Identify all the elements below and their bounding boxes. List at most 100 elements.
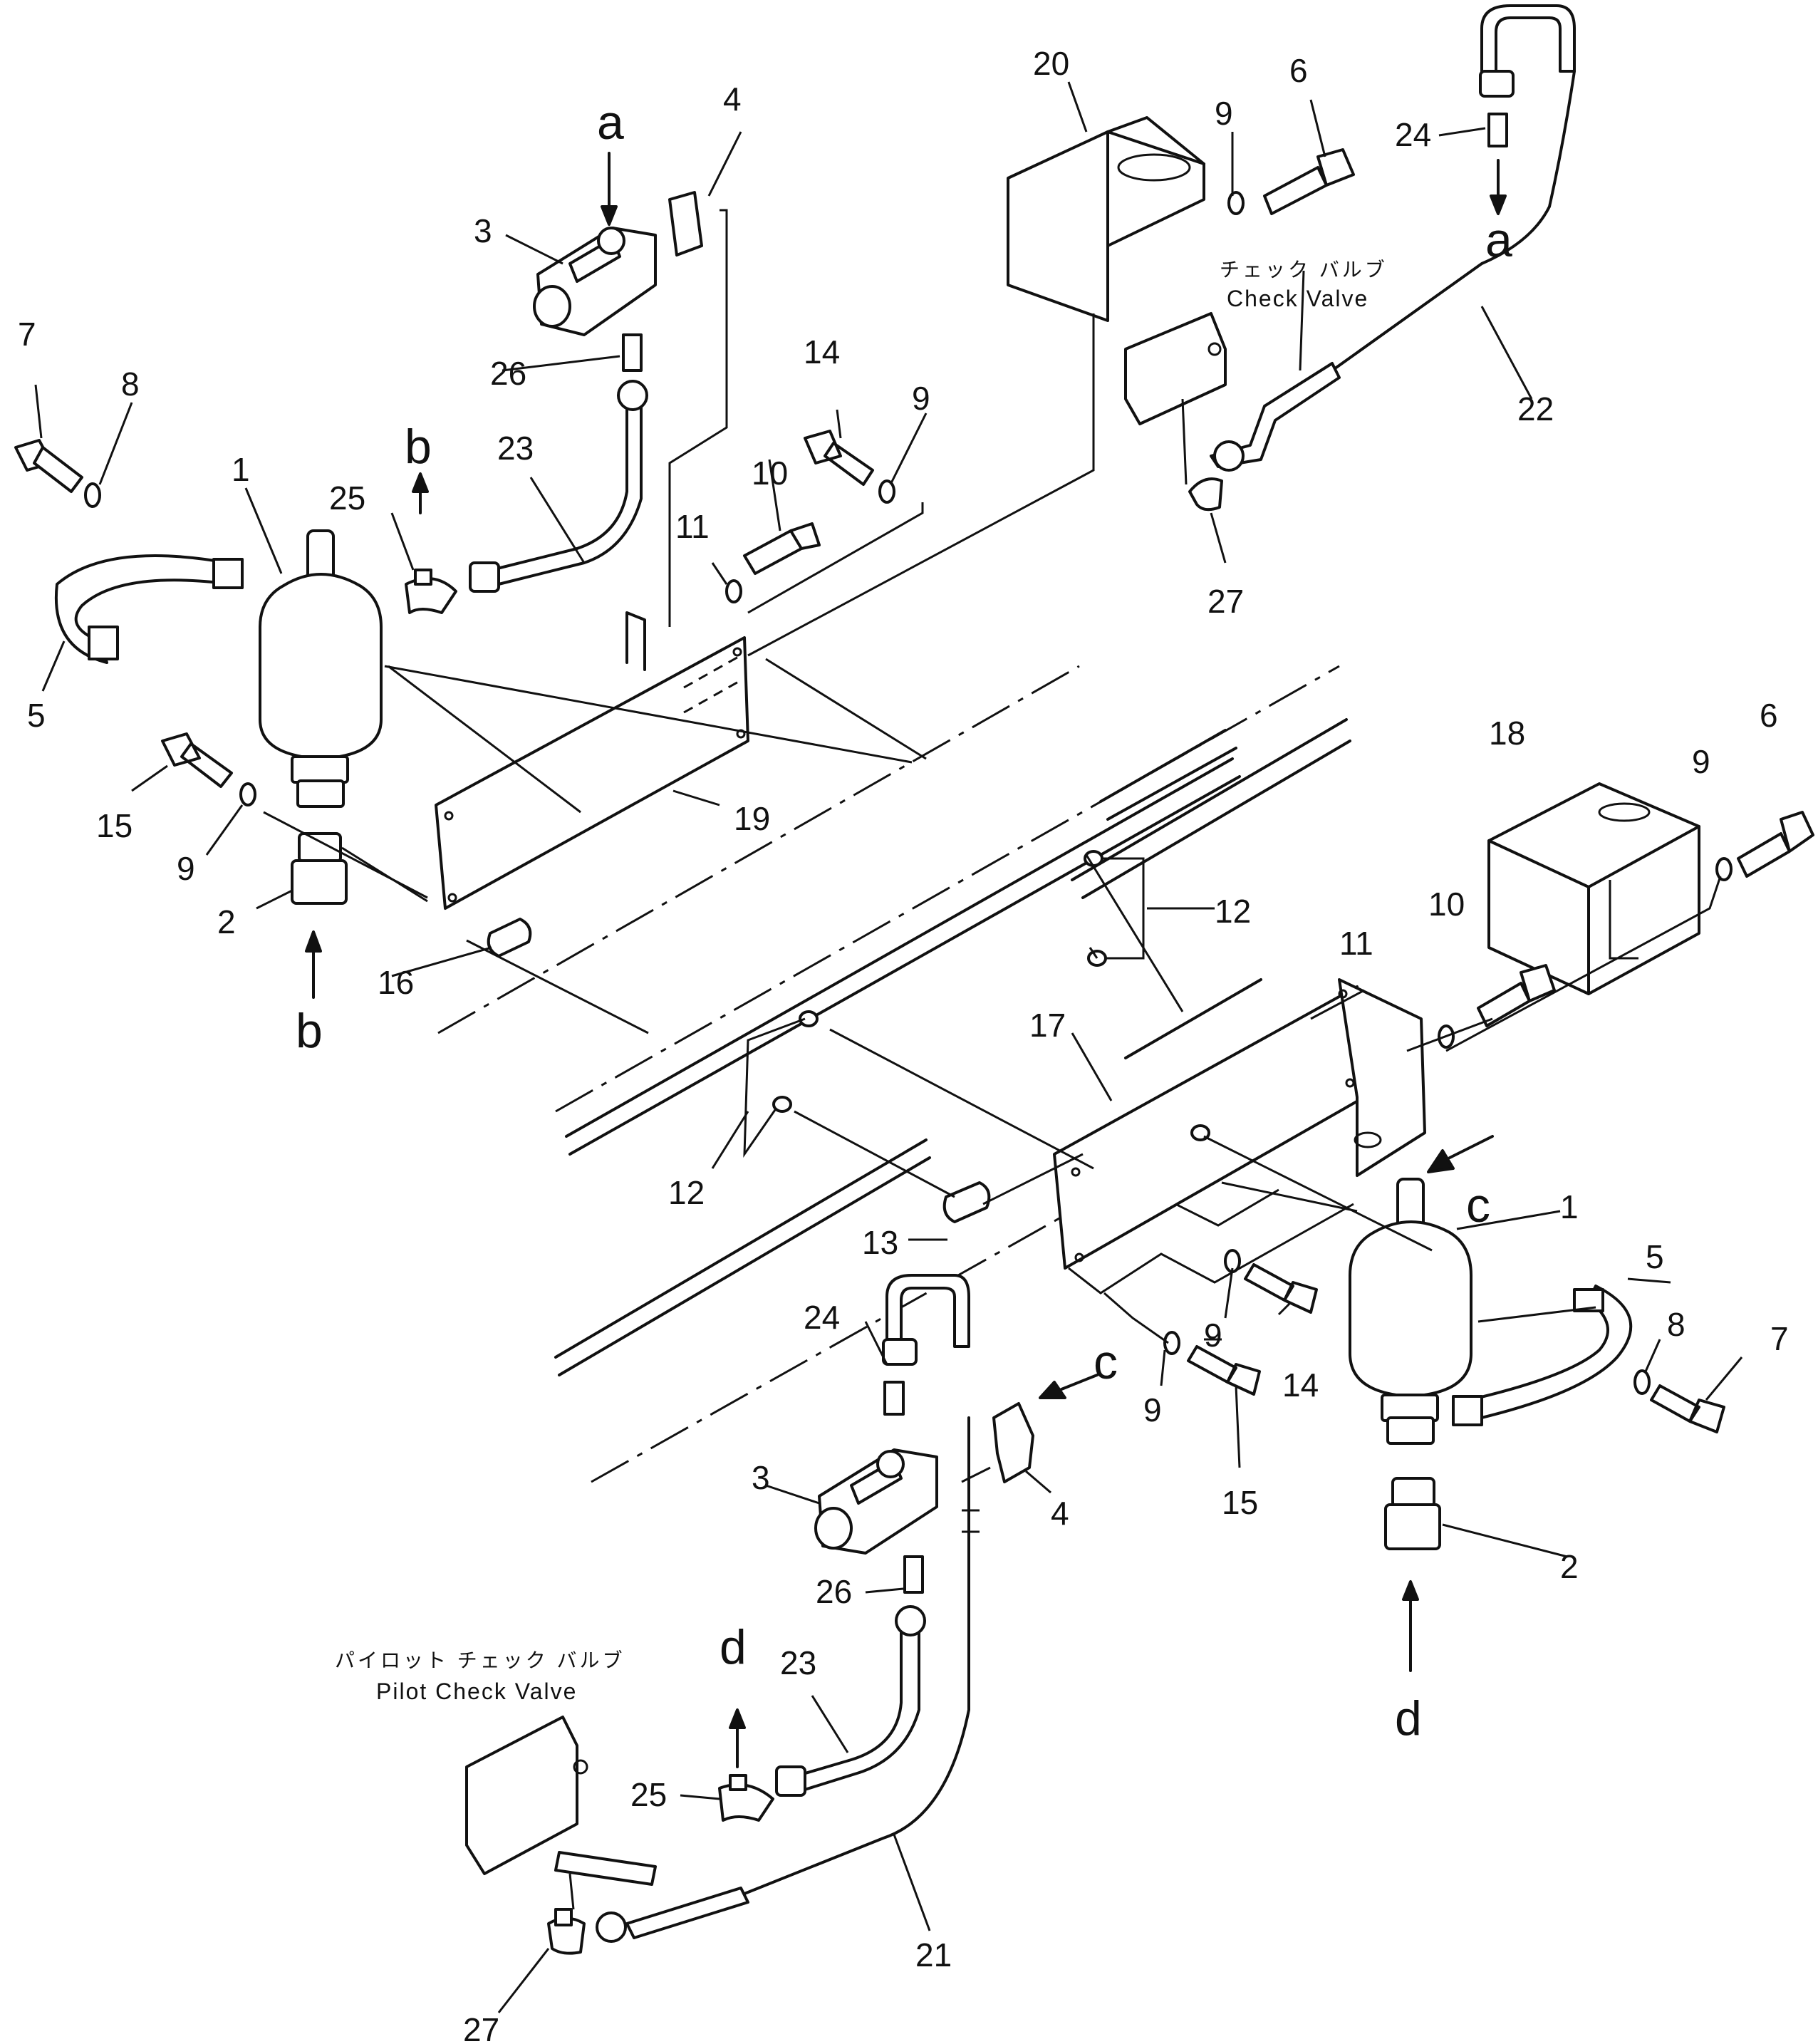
callout-26-lower: 26: [816, 1573, 852, 1610]
callout-10-lower: 10: [1428, 886, 1465, 923]
callout-7-upper: 7: [18, 316, 36, 353]
callout-19: 19: [734, 800, 770, 837]
tube-22: [1331, 70, 1576, 372]
lower-assembly: [465, 782, 1814, 2013]
callout-4-lower: 4: [1051, 1495, 1069, 1532]
callout-9-upper-right: 9: [1215, 95, 1233, 132]
callout-17: 17: [1029, 1007, 1066, 1044]
callout-22: 22: [1517, 390, 1554, 427]
callout-20: 20: [1033, 45, 1069, 82]
strap-5-upper: [54, 554, 233, 664]
nipple-24-upper: [1487, 113, 1508, 147]
callout-2-lower: 2: [1560, 1548, 1579, 1585]
bolt-7-lower: [1650, 1384, 1725, 1433]
pilot-check-valve-label-en: Pilot Check Valve: [376, 1679, 577, 1704]
callout-1-upper: 1: [232, 451, 250, 488]
spacer-13: [942, 1181, 991, 1223]
callout-8-upper: 8: [121, 365, 140, 403]
ref-c-lower: c: [1094, 1335, 1118, 1389]
washer-8-upper: [84, 482, 101, 508]
pilot-check-valve-label-jp: パイロット チェック バルブ: [335, 1649, 625, 1671]
leader-lines-lower: [497, 854, 1743, 2013]
bracket-17: [1053, 978, 1426, 1295]
callout-24-lower: 24: [804, 1299, 840, 1336]
callout-9-lower-a: 9: [1204, 1317, 1222, 1354]
check-valve-label-en: Check Valve: [1227, 286, 1368, 311]
washer-9-upper-mid: [878, 479, 895, 504]
bracket-20: [1007, 116, 1205, 322]
elbow-27-upper: [1188, 477, 1223, 512]
callout-4-upper: 4: [723, 81, 742, 118]
fitting-2-lower: [1384, 1477, 1441, 1550]
callout-18: 18: [1489, 715, 1525, 752]
callout-27-lower: 27: [463, 2011, 499, 2044]
callout-11-upper: 11: [675, 508, 710, 545]
callout-15-lower: 15: [1222, 1484, 1258, 1521]
callout-26-upper: 26: [490, 355, 526, 392]
valve-labels: チェック バルブ Check Valve パイロット チェック バルブ Pilo…: [335, 259, 1388, 1704]
callout-23-lower: 23: [780, 1644, 816, 1681]
nipple-26-upper: [622, 333, 643, 372]
washer-9-lower-b: [1163, 1331, 1180, 1355]
callout-12-right: 12: [1215, 893, 1251, 930]
bolt-10-lower: [1477, 964, 1556, 1027]
callout-5-lower: 5: [1646, 1238, 1664, 1275]
callout-25-lower: 25: [630, 1776, 667, 1813]
washer-9-upper-right: [1227, 191, 1245, 215]
callout-15-upper: 15: [96, 807, 133, 844]
callout-24-upper: 24: [1395, 116, 1431, 153]
accumulator-1-upper: [259, 529, 383, 808]
spacer-16: [487, 918, 532, 958]
callout-6-lower: 6: [1760, 697, 1778, 734]
callout-23-upper: 23: [497, 430, 534, 467]
callout-1-lower: 1: [1560, 1188, 1579, 1225]
bolt-6-upper: [1263, 148, 1355, 215]
callout-27-upper: 27: [1207, 583, 1244, 620]
bolt-14-upper: [804, 430, 874, 486]
bolt-6-lower: [1737, 811, 1814, 878]
fitting-2-upper: [291, 832, 348, 905]
hose-23-upper: [490, 398, 643, 586]
block-4-upper: [668, 191, 703, 256]
ref-a-top: a: [597, 95, 624, 150]
leader-lines-upper: [34, 81, 1533, 1034]
ref-d-right: d: [1395, 1691, 1422, 1745]
pilot-check-valve: [465, 1716, 657, 1886]
callout-7-lower: 7: [1770, 1320, 1789, 1357]
nipple-26-lower: [903, 1555, 924, 1594]
plate-19: [435, 636, 749, 910]
callout-3-upper: 3: [474, 212, 492, 249]
ref-b-top: b: [405, 420, 432, 474]
callout-8-lower: 8: [1667, 1306, 1685, 1343]
tube-21: [739, 1416, 970, 1897]
callout-10-upper: 10: [752, 455, 788, 492]
callout-12-left: 12: [668, 1174, 705, 1211]
check-valve-label-jp: チェック バルブ: [1220, 259, 1388, 281]
ref-a-right: a: [1485, 213, 1512, 267]
callout-14-lower: 14: [1282, 1366, 1319, 1404]
callout-9-left: 9: [177, 850, 195, 887]
bolt-10-upper: [743, 522, 821, 575]
bolt-7-upper: [14, 439, 83, 493]
washer-11-upper: [725, 579, 742, 603]
block-4-lower: [992, 1402, 1034, 1483]
valve-3-lower: [814, 1448, 938, 1555]
callout-14-upper: 14: [804, 333, 840, 370]
callout-11-lower: 11: [1339, 925, 1373, 962]
ref-d-lower: d: [720, 1620, 747, 1674]
callout-3-lower: 3: [752, 1459, 770, 1496]
callout-21: 21: [915, 1936, 952, 1973]
ref-c-right: c: [1466, 1178, 1490, 1233]
callout-9-lower-b: 9: [1143, 1391, 1162, 1428]
valve-3-upper: [533, 227, 657, 336]
check-valve-upper: [1124, 312, 1227, 425]
bolt-14-lower: [1244, 1263, 1318, 1314]
callout-13: 13: [862, 1224, 898, 1261]
callout-25-upper: 25: [329, 479, 365, 517]
callout-6-upper: 6: [1289, 52, 1308, 89]
callout-16: 16: [378, 964, 414, 1001]
nipple-24-lower: [883, 1381, 905, 1416]
accumulator-1-lower: [1349, 1178, 1472, 1445]
bolt-15-lower: [1187, 1345, 1261, 1396]
